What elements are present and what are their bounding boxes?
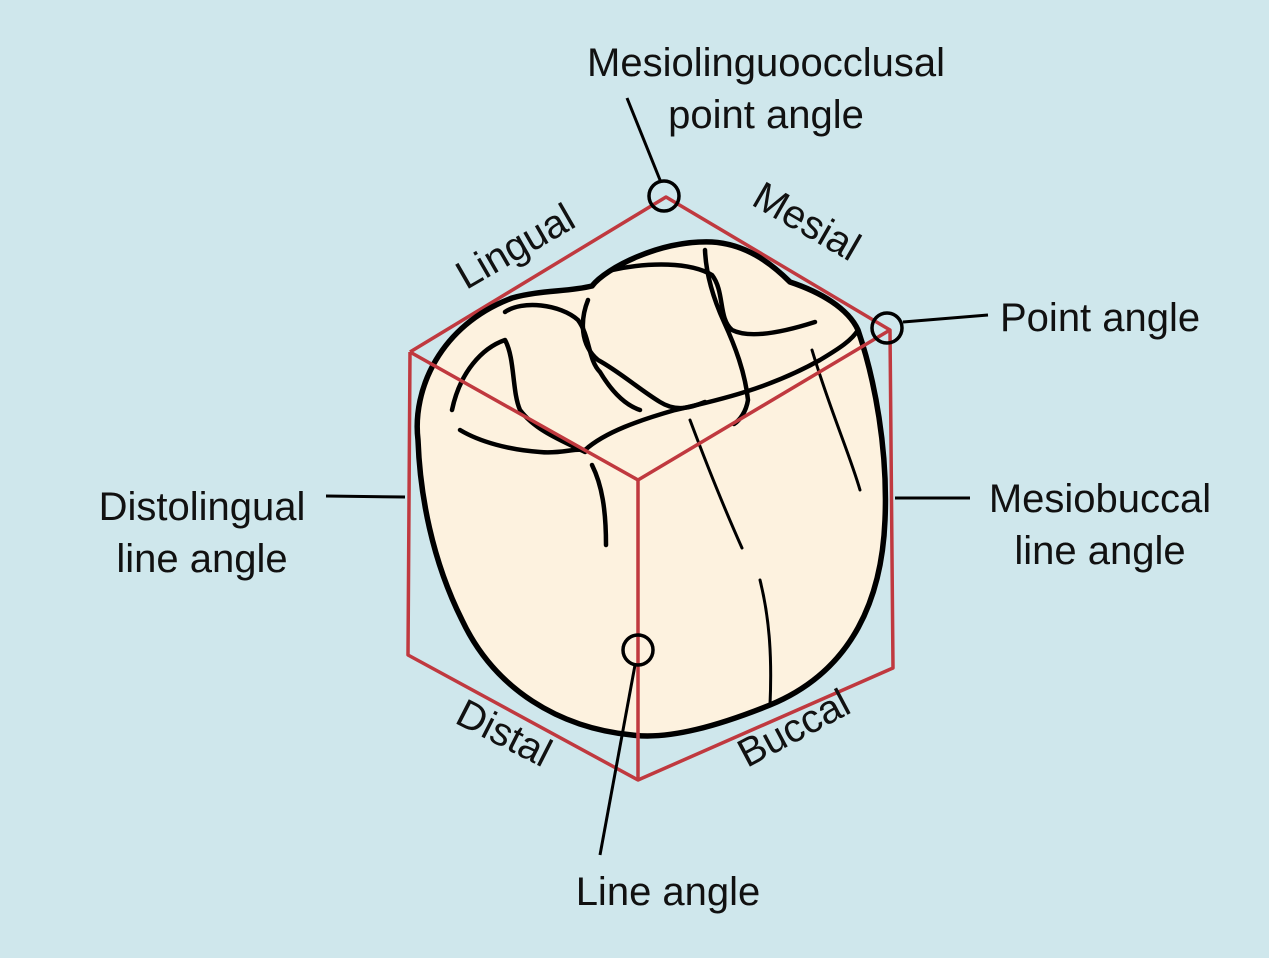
tooth-silhouette bbox=[414, 239, 889, 739]
occlusal-groove-distal-cusp bbox=[449, 337, 588, 455]
leader-lines bbox=[325, 97, 989, 856]
occlusal-groove-buccal bbox=[582, 327, 861, 453]
label-mesiolinguoocclusal-line2: point angle bbox=[668, 93, 864, 137]
label-mesiolinguoocclusal-line1: Mesiolinguoocclusal bbox=[587, 41, 945, 85]
label-mesiobuccal-line1: Mesiobuccal bbox=[989, 477, 1211, 521]
buccal-groove-2 bbox=[810, 348, 862, 492]
leader-distolingual bbox=[325, 494, 406, 499]
box-edge-upper-right bbox=[637, 328, 891, 482]
label-distolingual-line1: Distolingual bbox=[99, 485, 306, 529]
marker-line-angle bbox=[621, 633, 655, 667]
box-edge-upper-left bbox=[409, 350, 639, 482]
occlusal-groove-mesial bbox=[609, 262, 818, 337]
label-distolingual-line2: line angle bbox=[116, 537, 287, 581]
label-line-angle: Line angle bbox=[576, 870, 761, 914]
box-front-edges bbox=[409, 328, 891, 780]
leader-mesiolinguoocclusal bbox=[625, 97, 662, 181]
buccal-groove-1 bbox=[688, 418, 744, 550]
marker-point-angle bbox=[870, 311, 904, 345]
tooth-crown bbox=[414, 239, 889, 739]
marker-mesiolinguoocclusal bbox=[647, 179, 681, 213]
occlusal-groove-mesial-ridge bbox=[702, 247, 751, 427]
label-point-angle: Point angle bbox=[1000, 296, 1200, 340]
label-mesiobuccal-line2: line angle bbox=[1014, 529, 1185, 573]
occlusal-groove-distobuccal bbox=[589, 462, 609, 548]
buccal-root-contour bbox=[758, 578, 773, 707]
angle-markers bbox=[621, 179, 904, 667]
box-back-outline bbox=[406, 195, 895, 782]
box-back-edges bbox=[406, 195, 895, 782]
leader-point-angle bbox=[902, 313, 989, 324]
occlusal-groove-distal-marginal bbox=[457, 427, 588, 455]
leader-line-angle bbox=[598, 664, 637, 856]
